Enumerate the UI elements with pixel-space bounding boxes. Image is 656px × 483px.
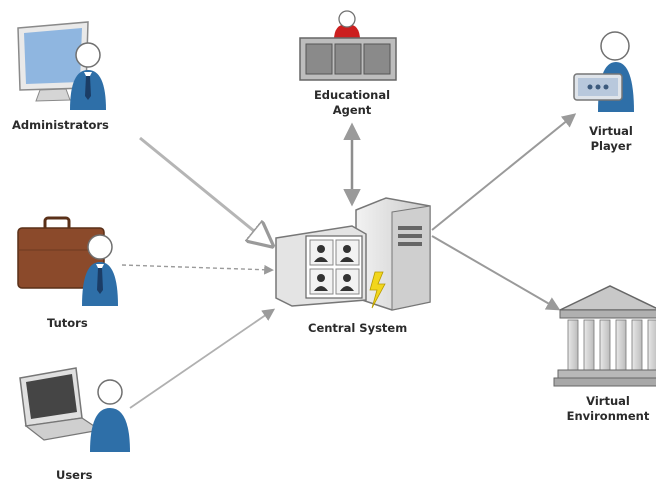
edge-users-central xyxy=(129,308,276,409)
central-system-label: Central System xyxy=(308,321,408,335)
edge-administrators-central xyxy=(139,136,270,244)
server-tower-icon xyxy=(355,197,431,311)
lightning-icon xyxy=(369,271,386,309)
virtual-environment-building-icon xyxy=(553,285,656,387)
administrators-label: Administrators xyxy=(12,118,109,132)
virtual-player-label-line1: Virtual xyxy=(589,124,633,138)
administrator-monitor-icon xyxy=(17,21,89,102)
laptop-icon xyxy=(19,367,102,441)
user-person-icon xyxy=(90,379,130,452)
educational-agent-label-line1: Educational xyxy=(313,88,391,102)
virtual-player-label-line2: Player xyxy=(590,139,632,153)
virtual-environment-label-line1: Virtual xyxy=(586,394,630,408)
edge-central-player xyxy=(431,113,577,231)
tutor-person-icon xyxy=(82,234,118,306)
edge-tutors-central xyxy=(121,264,274,275)
edge-central-environment xyxy=(431,235,561,311)
users-label: Users xyxy=(56,468,93,482)
video-panel-icon xyxy=(275,225,367,307)
virtual-environment-label-line2: Environment xyxy=(566,409,650,423)
virtual-environment-label: Virtual Environment xyxy=(560,394,656,424)
educational-agent-label: Educational Agent xyxy=(306,88,398,118)
administrator-person-icon xyxy=(70,42,106,110)
virtual-player-label: Virtual Player xyxy=(578,124,644,154)
virtual-player-icon xyxy=(573,31,634,112)
educational-agent-label-line2: Agent xyxy=(332,103,372,117)
educational-agent-icon xyxy=(299,10,397,81)
tutors-label: Tutors xyxy=(47,316,88,330)
